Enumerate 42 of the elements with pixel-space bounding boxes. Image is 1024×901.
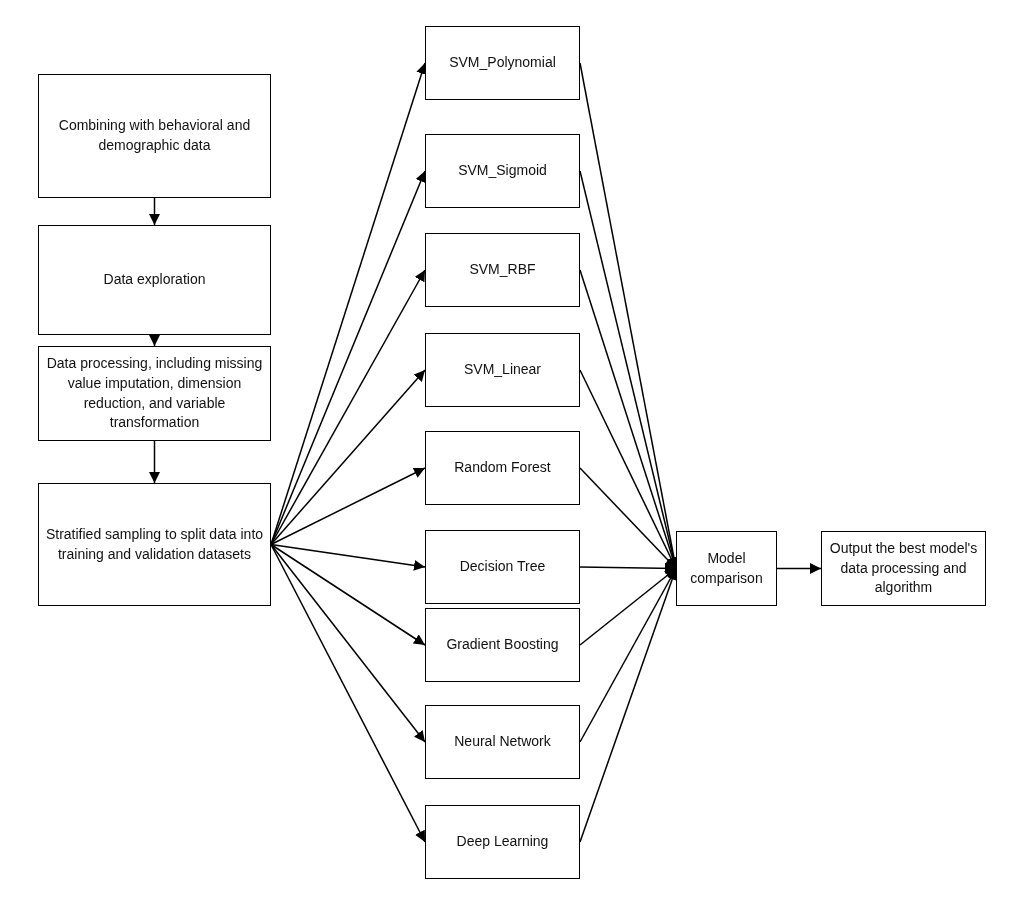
box-label: SVM_RBF [469, 260, 536, 280]
process-box [425, 530, 580, 604]
process-box [38, 74, 271, 198]
process-box [38, 483, 271, 606]
process-box [821, 531, 986, 606]
process-box [425, 608, 580, 682]
arrow [270, 543, 426, 743]
arrow [270, 467, 426, 546]
arrow [270, 543, 426, 646]
box-label: Random Forest [454, 458, 551, 478]
box-label: Data processing, including missing value imputation, dimension reduction, and variable transformation [45, 354, 264, 433]
arrow [270, 369, 426, 546]
arrow [149, 334, 160, 347]
arrow [149, 440, 160, 484]
process-box [425, 705, 580, 779]
arrow [149, 197, 160, 226]
box-label: Deep Learning [456, 832, 549, 852]
box-label: Model comparison [689, 548, 764, 588]
box-label: Combining with behavioral and demographic data [57, 116, 252, 155]
box-label: SVM_Polynomial [449, 53, 556, 73]
box-label: Data exploration [103, 270, 206, 290]
box-label: Neural Network [454, 732, 551, 752]
process-box [425, 233, 580, 307]
process-box [425, 333, 580, 407]
arrow [579, 467, 677, 570]
process-box [676, 531, 777, 606]
box-label: Gradient Boosting [446, 635, 559, 655]
box-label: SVM_Sigmoid [458, 161, 547, 181]
box-label: Output the best model's data processing and algorithm [828, 539, 979, 598]
process-box [425, 134, 580, 208]
process-box [425, 805, 580, 879]
process-box [425, 431, 580, 505]
arrow [579, 562, 677, 574]
arrow [579, 567, 677, 646]
process-box [38, 225, 271, 335]
box-label: SVM_Linear [463, 360, 541, 380]
box-label: Decision Tree [459, 557, 546, 577]
arrow [270, 543, 426, 571]
box-label: Stratified sampling to split data into training and validation datasets [45, 524, 264, 564]
process-box [425, 26, 580, 100]
process-box [38, 346, 271, 441]
arrow [776, 563, 822, 574]
